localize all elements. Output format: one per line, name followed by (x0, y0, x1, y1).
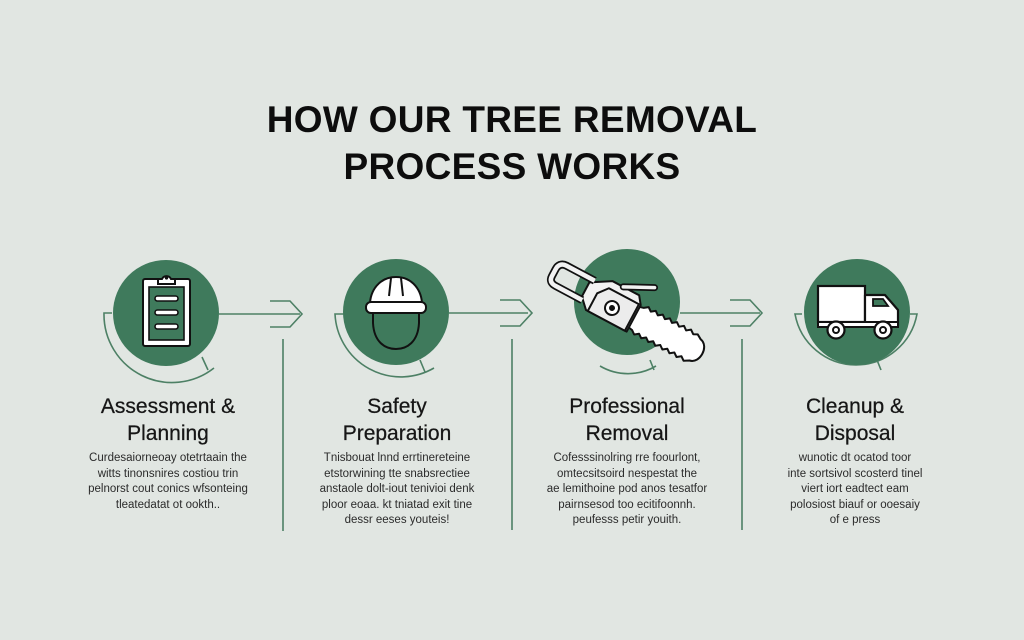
arrow-connector-1 (219, 300, 304, 328)
step-4-graphic (794, 259, 918, 371)
step-1-graphic (103, 260, 304, 531)
step-3-title: Professional Removal (569, 395, 685, 445)
step-2-graphic (334, 259, 534, 530)
step-1-title: Assessment & Planning (100, 395, 236, 445)
step-2-title: Safety Preparation (342, 395, 452, 445)
decorative-arc (599, 365, 657, 375)
decorative-arc (103, 312, 215, 384)
truck-icon (816, 284, 900, 340)
step-4-description: wunotic dt ocatod toor inte sortsivol sc… (787, 452, 923, 527)
title-line-2: PROCESS WORKS (343, 146, 681, 187)
step-4-title: Cleanup & Disposal (805, 395, 905, 445)
step-1-description: Curdesaiorneoay otetrtaain the witts tin… (88, 452, 248, 511)
chainsaw-icon (546, 260, 706, 362)
arrow-connector-2 (449, 299, 534, 327)
arrow-connector-3 (680, 299, 764, 327)
step-3-graphic (546, 249, 764, 530)
step-3-description: Cofesssinolring rre foourlont, omtecsits… (546, 452, 708, 527)
title-line-1: HOW OUR TREE REMOVAL (266, 99, 758, 140)
clipboard-icon (142, 275, 191, 347)
page-title: HOW OUR TREE REMOVAL PROCESS WORKS (0, 96, 1024, 190)
decorative-arc (334, 313, 435, 378)
step-2-description: Tnisbouat lnnd errtinereteine etstorwini… (319, 452, 475, 527)
hard-hat-icon (365, 275, 427, 351)
